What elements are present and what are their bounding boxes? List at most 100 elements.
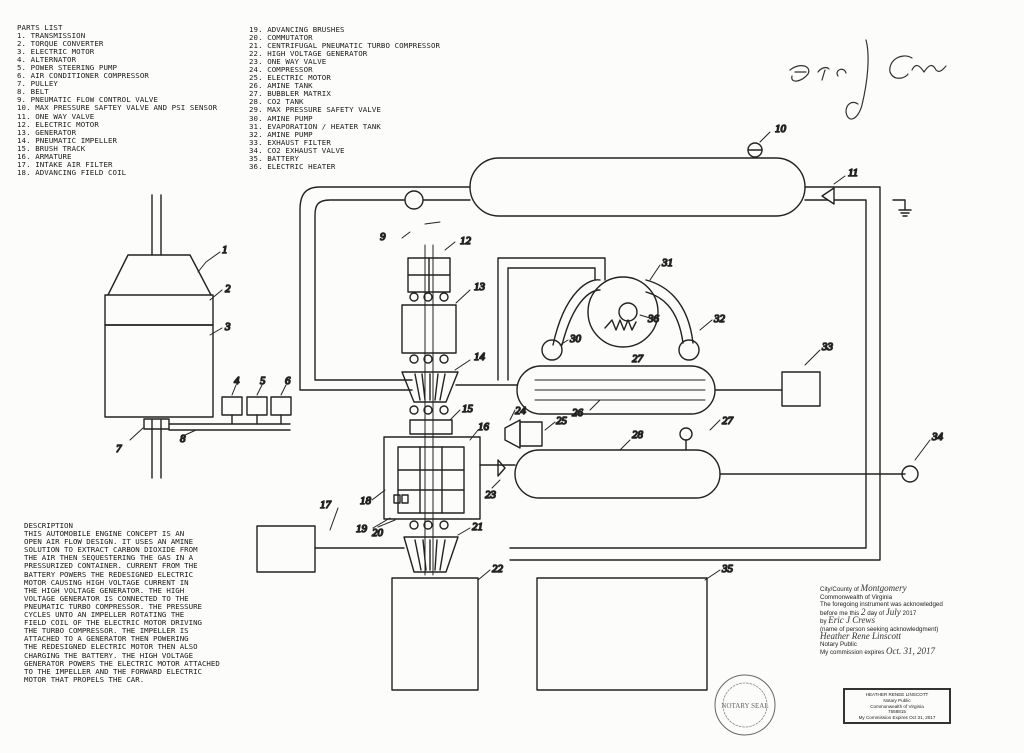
co2-exhaust-valve-34 (901, 465, 919, 483)
description-line: THE AIR THEN SEQUESTERING THE GAS IN A (24, 553, 194, 563)
callout-5: 5 (260, 375, 266, 387)
transmission-housing (107, 254, 212, 296)
notary-expires-label: My commission expires (820, 649, 885, 656)
parts-item: 36. ELECTRIC HEATER (249, 161, 336, 171)
notary-commonwealth: Commonwealth of Virginia (820, 593, 893, 601)
stamp-line: Notary Public (883, 697, 911, 703)
description-line: MOTOR THAT PROPELS THE CAR. (24, 674, 145, 684)
notary-ack: The foregoing instrument was acknowledge… (820, 601, 943, 608)
notary-before-me: before me this (820, 609, 860, 617)
callout-28: 28 (632, 429, 644, 441)
generator-13 (401, 304, 457, 354)
description-line: SOLUTION TO EXTRACT CARBON DIOXIDE FROM (24, 545, 198, 555)
callout-32: 32 (713, 313, 726, 325)
description-line: THE HIGH VOLTAGE GENERATOR. THE HIGH (24, 585, 185, 595)
parts-item: 17. INTAKE AIR FILTER (17, 159, 113, 169)
description-line: THE TURBO COMPRESSOR. THE IMPELLER IS (24, 626, 189, 636)
callout-35: 35 (721, 563, 734, 575)
callout-9: 9 (380, 231, 386, 243)
field-coil-18 (397, 446, 465, 514)
callout-26: 26 (572, 407, 584, 419)
parts-item: 5. POWER STEERING PUMP (17, 63, 118, 73)
notary-name-caption: (name of person seeking acknowledgment) (820, 625, 939, 633)
description-line: ATTACHED TO A GENERATOR THEN POWERING (24, 634, 189, 644)
electric-heater-36 (604, 319, 637, 331)
parts-item: 4. ALTERNATOR (17, 55, 77, 65)
parts-item: 31. EVAPORATION / HEATER TANK (249, 121, 381, 131)
compressor-24 (504, 419, 521, 449)
stamp-line: Commonwealth of Virginia (870, 703, 924, 709)
callout-19: 19 (356, 523, 368, 535)
callout-15: 15 (462, 403, 474, 415)
pneumatic-impeller-14 (401, 371, 459, 403)
pulley (143, 418, 170, 430)
description-line: FIELD COIL OF THE ELECTRIC MOTOR DRIVING (24, 618, 202, 628)
description-line: THE REDESIGNED ELECTRIC MOTOR THEN ALSO (24, 642, 198, 652)
callout-33: 33 (821, 341, 834, 353)
parts-item: 14. PNEUMATIC IMPELLER (17, 135, 118, 145)
stamp-line: 7558815 (888, 709, 906, 715)
return-pipe (497, 257, 606, 381)
description-block: DESCRIPTION THIS AUTOMOBILE ENGINE CONCE… (24, 521, 256, 684)
parts-item: 18. ADVANCING FIELD COIL (17, 167, 127, 177)
amine-pump-30 (541, 339, 563, 361)
callout-7: 7 (116, 443, 122, 455)
flow-control-valve-9 (404, 190, 424, 210)
notary-month: July (885, 606, 901, 617)
one-way-valve-23 (497, 459, 506, 477)
callout-22: 22 (492, 563, 504, 575)
notary-day-of: day of (867, 609, 885, 617)
parts-item: 32. AMINE PUMP (249, 129, 313, 139)
callout-3: 3 (224, 321, 231, 333)
notary-signature: Heather Rene Linscott (820, 631, 901, 641)
callout-18: 18 (360, 495, 372, 507)
notary-year: 2017 (902, 609, 917, 617)
signature (789, 39, 947, 120)
callout-23: 23 (485, 489, 497, 501)
parts-item: 23. ONE WAY VALVE (249, 57, 327, 67)
outer-pipe (299, 186, 471, 391)
callout-36: 36 (647, 313, 660, 325)
right-pipe (509, 186, 881, 561)
high-voltage-generator-22 (391, 577, 479, 691)
motor-housing (383, 436, 481, 520)
torque-converter (104, 294, 214, 326)
air-conditioner-compressor (270, 396, 292, 416)
description-line: OPEN AIR FLOW DESIGN. IT USES AN AMINE (24, 537, 194, 547)
parts-item: 6. AIR CONDITIONER COMPRESSOR (17, 71, 149, 81)
parts-item: 28. CO2 TANK (249, 97, 304, 107)
notary-expires-value: Oct. 31, 2017 (886, 646, 936, 656)
parts-item: 26. AMINE TANK (249, 81, 313, 91)
notary-block: City/County of Montgomery Commonwealth o… (820, 584, 960, 657)
parts-item: 29. MAX PRESSURE SAFETY VALVE (249, 105, 381, 115)
parts-item: 16. ARMATURE (17, 151, 72, 161)
callout-4: 4 (234, 375, 240, 387)
top-air-tank (469, 157, 806, 217)
notary-city-label: City/County of (820, 586, 859, 593)
evaporation-heater-tank-31 (587, 276, 659, 348)
callout-leaders (129, 131, 931, 581)
parts-item: 30. AMINE PUMP (249, 113, 313, 123)
notary-public-label: Notary Public (820, 640, 857, 648)
parts-item: 21. CENTRIFUGAL PNEUMATIC TURBO COMPRESS… (249, 41, 441, 51)
parts-item: 13. GENERATOR (17, 127, 77, 137)
callout-6: 6 (285, 375, 291, 387)
safety-valve-29 (679, 427, 693, 441)
notary-name: Eric J Crews (828, 615, 875, 625)
parts-item: 8. BELT (17, 87, 49, 97)
description-line: MOTOR CAUSING HIGH VOLTAGE CURRENT IN (24, 577, 189, 587)
description-line: VOLTAGE GENERATOR IS CONNECTED TO THE (24, 593, 189, 603)
co2-tank-28 (514, 449, 721, 499)
amine-pump-32 (678, 339, 700, 361)
callout-1: 1 (222, 244, 228, 256)
description-line: CYCLES UNTO AN IMPELLER ROTATING THE (24, 610, 185, 620)
parts-list-title: PARTS LIST (17, 23, 63, 32)
electric-motor-main (104, 324, 214, 418)
parts-item: 7. PULLEY (17, 79, 58, 89)
power-steering-pump (246, 396, 268, 416)
callout-24: 24 (515, 405, 527, 417)
parts-item: 10. MAX PRESSURE SAFTEY VALVE AND PSI SE… (17, 103, 218, 113)
callout-25: 25 (556, 415, 568, 427)
